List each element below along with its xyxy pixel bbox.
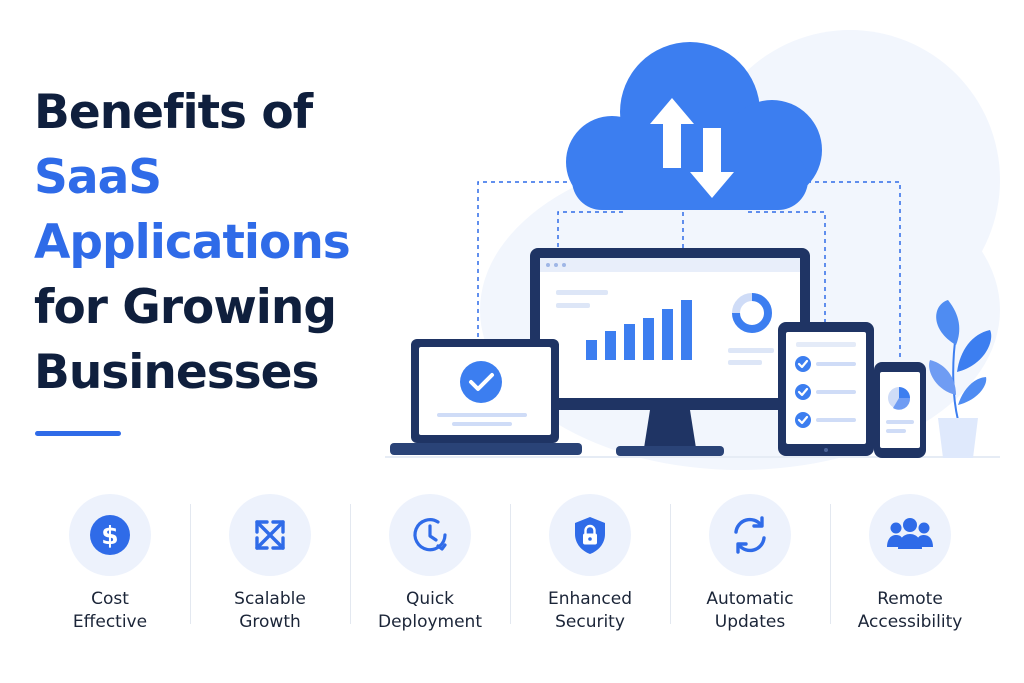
benefit-icon-circle [709, 494, 791, 576]
check-circle-icon [460, 361, 502, 403]
download-arrow-icon [690, 128, 734, 198]
benefit-label-line: Automatic [706, 589, 794, 609]
desktop-monitor [530, 248, 810, 456]
benefit-icon-circle: $ [69, 494, 151, 576]
title-accent-line [35, 431, 121, 436]
title-line: SaaS [34, 150, 162, 205]
benefit-label-line: Security [555, 612, 625, 632]
title-line: Benefits of [34, 85, 313, 140]
benefit-label-line: Remote [877, 589, 943, 609]
benefit-scalable-growth: Scalable Growth [190, 494, 350, 644]
benefit-label: Quick Deployment [378, 588, 482, 634]
benefit-label-line: Accessibility [857, 612, 963, 632]
benefits-row: $ Cost Effective Scalable Growth [30, 494, 990, 644]
benefit-label: Scalable Growth [234, 588, 306, 634]
benefit-label-line: Enhanced [547, 589, 633, 609]
svg-text:$: $ [101, 521, 118, 550]
benefit-label-line: Effective [72, 612, 148, 632]
cloud-icon [566, 42, 822, 210]
benefit-enhanced-security: Enhanced Security [510, 494, 670, 644]
benefit-label: Cost Effective [73, 588, 147, 634]
bar [586, 340, 597, 360]
smartphone [874, 362, 926, 458]
benefit-remote-accessibility: Remote Accessibility [830, 494, 990, 644]
bar [624, 324, 635, 360]
benefit-label: Enhanced Security [548, 588, 632, 634]
upload-arrow-icon [650, 98, 694, 168]
benefit-icon-circle [869, 494, 951, 576]
bar [605, 331, 616, 360]
bar [662, 309, 673, 360]
benefit-automatic-updates: Automatic Updates [670, 494, 830, 644]
connector-line [557, 211, 623, 248]
benefit-label-line: Cost [91, 589, 129, 609]
title-line: Businesses [34, 345, 320, 400]
page-title: Benefits of SaaS Applications for Growin… [34, 80, 351, 405]
benefit-label-line: Growth [239, 612, 301, 632]
title-line: Applications [34, 215, 351, 270]
benefit-label-line: Updates [714, 612, 786, 632]
benefit-icon-circle [229, 494, 311, 576]
benefit-cost-effective: $ Cost Effective [30, 494, 190, 644]
refresh-icon [734, 516, 766, 554]
benefit-label: Automatic Updates [706, 588, 793, 634]
title-line: for Growing [34, 280, 337, 335]
benefit-icon-circle [549, 494, 631, 576]
laptop [390, 339, 582, 455]
bar [681, 300, 692, 360]
benefit-icon-circle [389, 494, 471, 576]
bar [643, 318, 654, 360]
connector-line [477, 181, 567, 340]
potted-plant [929, 300, 992, 458]
benefit-label: Remote Accessibility [858, 588, 963, 634]
expand-arrows-icon [255, 520, 285, 550]
dollar-icon: $ [90, 515, 130, 555]
connector-line [748, 211, 826, 322]
benefit-label-line: Deployment [378, 612, 482, 632]
connector-line [783, 181, 901, 360]
users-icon [887, 518, 933, 549]
tablet [778, 322, 874, 456]
benefit-quick-deployment: Quick Deployment [350, 494, 510, 644]
connector-lines [477, 181, 901, 360]
clock-icon [413, 518, 447, 552]
shield-lock-icon [575, 517, 605, 554]
benefit-label-line: Scalable [234, 589, 306, 609]
benefit-label-line: Quick [405, 589, 455, 609]
